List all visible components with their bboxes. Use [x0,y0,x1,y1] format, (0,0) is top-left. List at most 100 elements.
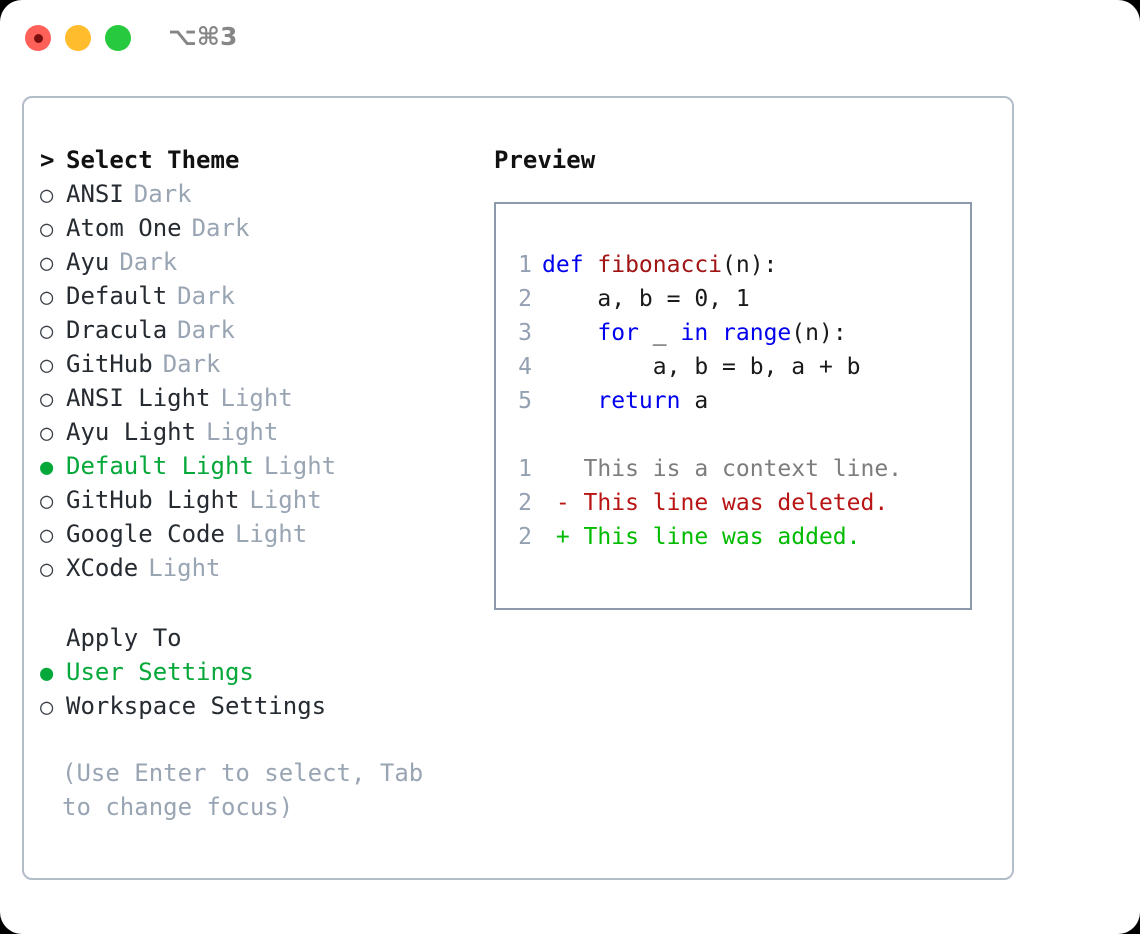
close-button[interactable] [25,25,51,51]
code-token: (n): [722,252,778,278]
theme-name: Google Code [66,520,225,548]
radio-unselected-icon: ○ [40,489,54,514]
code-line: 2 a, b = 0, 1 [496,282,970,316]
theme-variant-badge: Dark [177,282,235,310]
theme-name: Ayu [66,248,110,276]
diff-line: 1 This is a context line. [496,452,970,486]
theme-variant-badge: Light [148,554,221,582]
theme-name: Dracula [66,316,168,344]
code-token: a, b = 0, 1 [597,286,750,312]
theme-name: GitHub Light [66,486,240,514]
theme-name: Default [66,282,168,310]
code-token: a, b = b, a + b [652,354,861,380]
theme-list-item[interactable]: ○ Dracula Dark [40,316,494,350]
theme-variant-badge: Dark [119,248,178,276]
diff-sign: + [542,524,584,550]
theme-list-item[interactable]: ○ ANSI Dark [40,180,494,214]
apply-to-item[interactable]: ● User Settings [40,658,494,692]
code-token: for [597,320,653,346]
theme-variant-badge: Dark [177,316,235,344]
title-bar: ⌥⌘3 [0,0,1140,80]
radio-unselected-icon: ○ [40,217,54,242]
code-token: in [680,320,723,346]
theme-variant-badge: Light [234,520,308,548]
code-line-text: def fibonacci(n): [542,248,777,282]
radio-selected-icon: ● [40,661,54,686]
theme-name: ANSI Light [66,384,211,412]
theme-variant-badge: Dark [133,180,192,208]
radio-unselected-icon: ○ [40,353,54,378]
keyboard-hint: (Use Enter to select, Tab to change focu… [62,759,438,821]
prompt-caret-icon: > [40,146,55,174]
line-number: 1 [518,456,532,482]
diff-line-text: This line was added. [583,524,861,550]
theme-name: Atom One [66,214,182,242]
theme-variant-badge: Light [206,418,279,446]
line-number: 2 [518,524,532,550]
diff-line: 2 + This line was added. [496,520,970,554]
theme-list-item[interactable]: ○ Ayu Dark [40,248,494,282]
code-line-text: a, b = 0, 1 [542,282,750,316]
line-number: 3 [518,320,532,346]
theme-name: GitHub [66,350,153,378]
theme-picker-header: > Select Theme [40,146,494,180]
line-number: 4 [518,354,532,380]
line-number: 2 [518,490,532,516]
apply-to-label: User Settings [66,658,254,686]
theme-variant-badge: Light [220,384,293,412]
apply-to-header-spacer: ○ [40,627,66,652]
code-line-text: return a [542,384,708,418]
line-number: 2 [518,286,532,312]
keyboard-shortcut-label: ⌥⌘3 [168,22,238,51]
code-line-text: a, b = b, a + b [542,350,861,384]
maximize-button[interactable] [105,25,131,51]
theme-name: Default Light [66,452,254,480]
code-token: a [694,388,709,414]
theme-picker-title: Select Theme [66,146,240,174]
minimize-button[interactable] [65,25,91,51]
code-token: _ [652,320,681,346]
apply-to-header: ○ Apply To [40,624,494,658]
theme-variant-badge: Dark [162,350,221,378]
theme-name: Ayu Light [66,418,197,446]
diff-line: 2 - This line was deleted. [496,486,970,520]
diff-sign [542,452,584,486]
theme-variant-badge: Dark [191,214,250,242]
code-line: 5 return a [496,384,970,418]
code-token: (n): [791,320,847,346]
code-line: 3 for _ in range(n): [496,316,970,350]
window-controls [25,25,131,51]
radio-unselected-icon: ○ [40,183,54,208]
preview-title: Preview [494,146,596,174]
theme-name: XCode [66,554,139,582]
radio-unselected-icon: ○ [40,695,54,720]
theme-name: ANSI [66,180,124,208]
radio-unselected-icon: ○ [40,285,54,310]
apply-to-title: Apply To [66,624,182,652]
code-line: 4 a, b = b, a + b [496,350,970,384]
diff-sign: - [542,490,584,516]
apply-to-item[interactable]: ○Workspace Settings [40,692,494,726]
line-number: 5 [518,388,532,414]
radio-unselected-icon: ○ [40,251,54,276]
apply-to-list: ● User Settings ○Workspace Settings [40,658,494,726]
theme-list-item[interactable]: ○ Default Dark [40,282,494,316]
radio-unselected-icon: ○ [40,319,54,344]
code-token: return [597,388,695,414]
theme-variant-badge: Light [263,452,337,480]
theme-list-item[interactable]: ○ Atom One Dark [40,214,494,248]
theme-list-item[interactable]: ○ GitHub Dark [40,350,494,384]
